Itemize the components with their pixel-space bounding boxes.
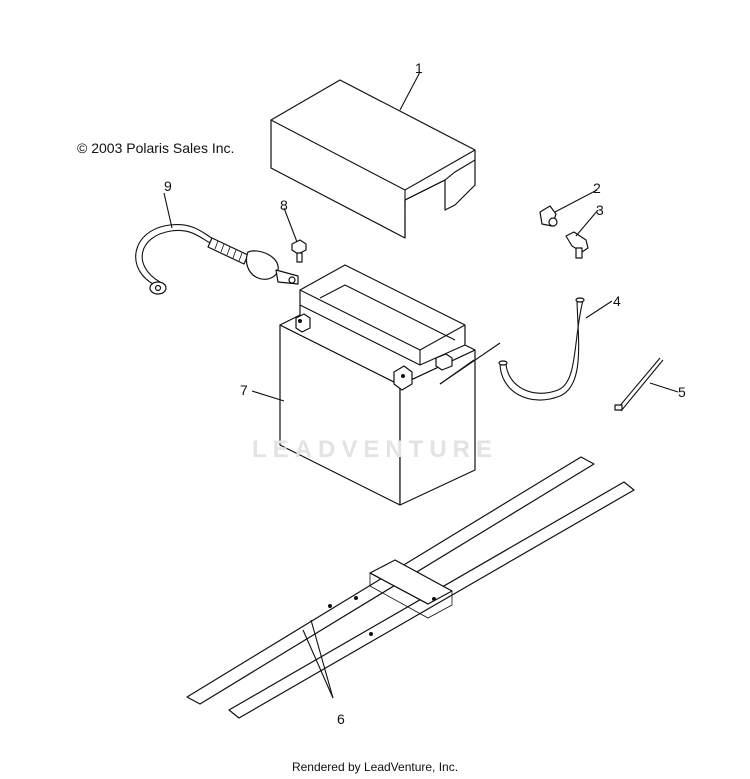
- cable-tie: [614, 357, 664, 412]
- callout-5: 5: [678, 384, 686, 400]
- vent-hose: [498, 297, 585, 401]
- battery-cover: [270, 79, 476, 239]
- callout-2: 2: [593, 180, 601, 196]
- vent-elbow: [565, 231, 589, 259]
- callout-7: 7: [240, 382, 248, 398]
- callout-8: 8: [280, 197, 288, 213]
- callout-3: 3: [596, 202, 604, 218]
- battery: [279, 264, 476, 506]
- footer-credit: Rendered by LeadVenture, Inc.: [291, 760, 459, 774]
- callout-1: 1: [415, 60, 423, 76]
- terminal-bolt: [291, 239, 307, 263]
- watermark-text: LEADVENTURE: [251, 436, 498, 463]
- battery-straps: [186, 456, 635, 719]
- callout-4: 4: [613, 293, 621, 309]
- copyright-text: © 2003 Polaris Sales Inc.: [77, 140, 235, 156]
- vent-fitting: [539, 205, 558, 227]
- battery-cable: [135, 224, 299, 295]
- callout-9: 9: [164, 178, 172, 194]
- callout-6: 6: [337, 711, 345, 727]
- leader-lines: [163, 71, 679, 699]
